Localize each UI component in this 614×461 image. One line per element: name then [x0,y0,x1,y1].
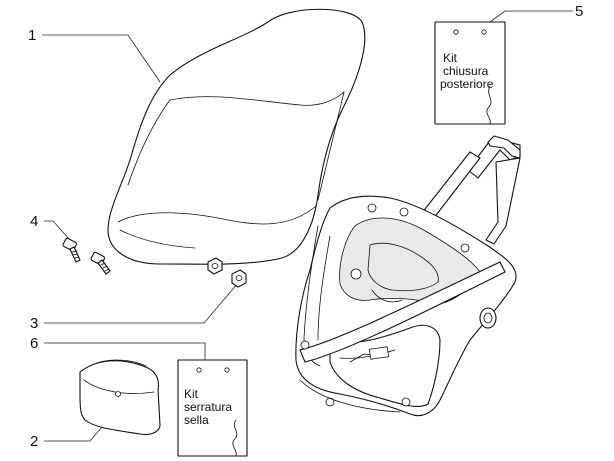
kit-chiusura-posteriore-card: Kit chiusura posteriore [434,21,506,125]
callout-4-number: 4 [30,213,38,230]
compartment-floor [367,242,439,292]
callout-1: 1 [28,27,161,83]
nuts-part [207,257,247,288]
kit-card-hole-left [453,29,459,35]
pouch-flap [83,379,155,394]
front-lower-panel [329,324,441,407]
mount-hole-5 [300,340,310,350]
lower-crossbar [299,261,506,363]
kit-posteriore-line-3: posteriore [440,77,494,91]
rear-bottom-edge [299,379,401,413]
seat-side-edge [127,99,171,186]
pouch-body [79,360,161,436]
callout-3-leader [44,282,239,324]
kit-card-tear-line [232,419,238,457]
latch-body [368,346,390,360]
front-lower-detail [339,349,396,359]
screw-right [90,251,111,275]
pouch-top-fold [89,359,147,367]
hinge-arm-right [485,157,521,245]
seat-bottom-seam [117,205,317,225]
callout-1-leader [42,34,161,83]
mount-hole-7 [401,397,411,407]
callout-5-number: 5 [575,3,583,20]
kit-card-hole-left [196,367,202,373]
kit-card-hole-right [224,367,230,373]
mount-hole-3 [460,243,470,253]
side-wall-left-inner [317,235,331,341]
rear-assembly-part [295,135,521,417]
mount-hole-4 [350,268,362,280]
pouch-button [115,391,121,397]
callout-1-number: 1 [28,27,36,44]
kit-sella-line-2: serratura [184,400,232,414]
nut-right [231,269,247,288]
callout-6-leader [44,342,206,360]
kit-card-outline [434,21,506,125]
kit-posteriore-line-1: Kit [443,51,458,65]
callout-4-leader [44,220,71,241]
kit-posteriore-line-2: chiusura [443,64,489,78]
seat-side-edge-right [317,91,345,201]
mount-hole-1 [367,203,377,213]
seat-part [107,8,366,265]
callout-3-number: 3 [30,315,38,332]
kit-sella-line-1: Kit [184,387,199,401]
kit-card-hole-right [481,29,487,35]
lock-knob-center [483,312,493,324]
kit-card-tear-line [486,85,492,125]
screw-left [62,237,81,263]
mount-hole-2 [399,207,409,217]
callout-2-number: 2 [30,433,38,450]
kit-card-outline [177,359,248,457]
lock-knob [479,307,497,329]
callout-6-number: 6 [30,335,38,352]
seat-step-line [169,91,345,106]
callout-5-leader [489,10,573,23]
callout-5: 5 [489,3,583,23]
kit-serratura-sella-card: Kit serratura sella [177,359,248,457]
screws-part [62,237,111,275]
callout-6: 6 [30,335,206,360]
mount-hole-6 [325,397,335,407]
callout-4: 4 [30,213,71,241]
kit-sella-line-3: sella [184,413,209,427]
seat-front-curve [119,229,196,249]
pouch-part [79,359,161,436]
compartment-lip [371,289,403,303]
seat-outline [107,8,366,265]
nut-left [207,257,223,275]
callout-3: 3 [30,282,239,332]
